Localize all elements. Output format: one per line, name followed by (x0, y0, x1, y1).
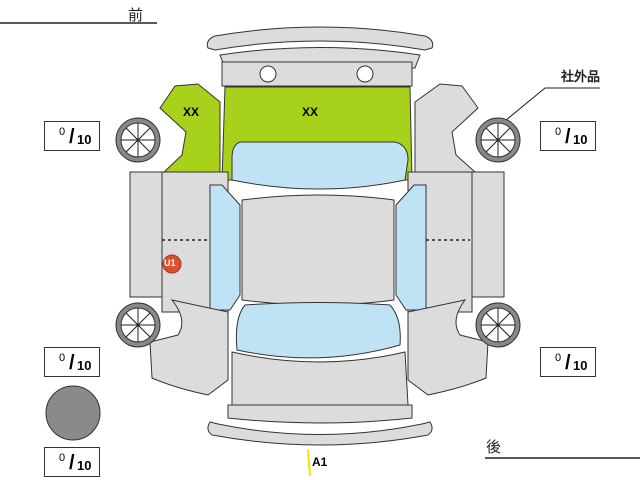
spare-tire-icon[interactable] (45, 385, 101, 441)
front-panel[interactable] (221, 61, 413, 87)
wheel-icon[interactable] (115, 117, 161, 163)
tread-max: 10 (77, 458, 92, 473)
tread-value: 0 (555, 352, 562, 364)
left-side-window[interactable] (209, 184, 241, 311)
hood-damage-mark: XX (302, 105, 319, 119)
tire-tread-front-left[interactable]: 0/10 (44, 121, 100, 151)
wheels (115, 117, 521, 348)
front-left-fender[interactable] (159, 83, 221, 173)
aftermarket-label: 社外品 (561, 69, 601, 84)
tire-tread-rear-left[interactable]: 0/10 (44, 347, 100, 377)
scratch-mark-label: A1 (312, 455, 328, 469)
roof[interactable] (241, 194, 395, 306)
wheel-icon[interactable] (115, 302, 161, 348)
tread-max: 10 (77, 132, 92, 147)
headlight-right (356, 65, 374, 83)
right-side-window[interactable] (395, 184, 427, 311)
trunk[interactable] (231, 351, 409, 406)
rear-bumper[interactable] (207, 421, 433, 446)
headlight-left (259, 65, 277, 83)
front-label: 前 (128, 7, 144, 24)
right-outer-panel[interactable] (471, 171, 505, 298)
tread-separator: / (565, 352, 571, 374)
tire-tread-front-right[interactable]: 0/10 (540, 121, 596, 151)
scratch-marker-a1 (307, 449, 311, 477)
front-right-fender[interactable] (414, 83, 479, 173)
tread-max: 10 (573, 358, 588, 373)
rear-label: 後 (486, 439, 502, 456)
dent-marker-u1[interactable] (162, 254, 182, 274)
rear-right-fender[interactable] (407, 299, 489, 396)
front-bumper[interactable] (206, 26, 434, 51)
rear-window[interactable] (235, 302, 401, 359)
aftermarket-leader (499, 87, 600, 126)
windshield[interactable] (231, 141, 409, 190)
tread-value: 0 (59, 352, 66, 364)
tread-separator: / (69, 126, 75, 148)
tread-max: 10 (573, 132, 588, 147)
tire-tread-rear-right[interactable]: 0/10 (540, 347, 596, 377)
tire-tread-spare[interactable]: 0/10 (44, 447, 100, 477)
left-outer-panel[interactable] (129, 171, 163, 298)
dent-mark-label: U1 (164, 258, 176, 268)
tread-max: 10 (77, 358, 92, 373)
tread-value: 0 (59, 452, 66, 464)
fender-damage-mark: XX (183, 105, 200, 119)
rear-bumper-upper[interactable] (227, 404, 413, 424)
tread-separator: / (69, 452, 75, 474)
wheel-icon[interactable] (475, 302, 521, 348)
tread-separator: / (565, 126, 571, 148)
tread-value: 0 (555, 126, 562, 138)
tread-value: 0 (59, 126, 66, 138)
tread-separator: / (69, 352, 75, 374)
rear-left-fender[interactable] (149, 299, 229, 396)
wheel-icon[interactable] (475, 117, 521, 163)
